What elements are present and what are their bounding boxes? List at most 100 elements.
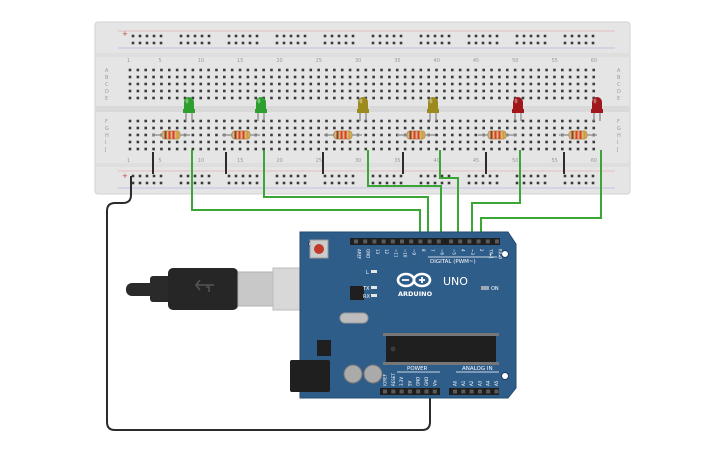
breadboard-hole[interactable] [584,119,588,123]
rail-hole[interactable] [467,174,471,178]
rail-hole[interactable] [330,174,334,178]
rail-hole[interactable] [577,174,581,178]
breadboard-hole[interactable] [458,147,462,151]
rail-hole[interactable] [563,181,567,185]
breadboard-hole[interactable] [458,68,462,72]
breadboard-hole[interactable] [443,96,446,100]
breadboard-hole[interactable] [254,140,258,144]
rail-hole[interactable] [467,41,471,45]
breadboard-hole[interactable] [466,140,470,144]
breadboard-hole[interactable] [521,126,525,130]
wire-led4[interactable] [439,150,459,242]
breadboard-hole[interactable] [411,119,415,123]
rail-hole[interactable] [241,174,245,178]
rail-hole[interactable] [337,181,341,185]
breadboard-hole[interactable] [254,96,258,100]
breadboard-hole[interactable] [152,89,155,93]
rail-hole[interactable] [570,41,574,45]
breadboard-hole[interactable] [293,82,297,86]
breadboard-hole[interactable] [230,96,234,100]
rail-hole[interactable] [344,34,348,38]
analog-header[interactable] [449,388,499,395]
breadboard-hole[interactable] [152,126,155,130]
breadboard-hole[interactable] [498,89,501,93]
breadboard-hole[interactable] [136,126,140,130]
rail-hole[interactable] [447,34,451,38]
breadboard-hole[interactable] [435,82,438,86]
rail-hole[interactable] [570,181,574,185]
breadboard-hole[interactable] [505,140,509,144]
breadboard-hole[interactable] [285,89,289,93]
breadboard-hole[interactable] [152,147,155,151]
breadboard-hole[interactable] [521,147,525,151]
breadboard-hole[interactable] [340,147,344,151]
breadboard-hole[interactable] [576,68,580,72]
rail-hole[interactable] [200,41,204,45]
breadboard-hole[interactable] [458,89,462,93]
rail-hole[interactable] [296,34,300,38]
breadboard-hole[interactable] [254,147,258,151]
breadboard-hole[interactable] [270,89,273,93]
rail-hole[interactable] [344,41,348,45]
breadboard-hole[interactable] [301,89,305,93]
breadboard-hole[interactable] [348,96,352,100]
rail-hole[interactable] [584,181,588,185]
breadboard-hole[interactable] [482,126,485,130]
rail-hole[interactable] [529,174,533,178]
rail-hole[interactable] [145,174,149,178]
breadboard-hole[interactable] [160,126,163,130]
breadboard-hole[interactable] [230,119,234,123]
rail-hole[interactable] [447,174,451,178]
breadboard-hole[interactable] [592,140,596,144]
rail-hole[interactable] [433,174,437,178]
breadboard-hole[interactable] [498,147,501,151]
breadboard-hole[interactable] [285,133,289,137]
rail-hole[interactable] [344,174,348,178]
breadboard-hole[interactable] [537,96,541,100]
breadboard-hole[interactable] [537,119,541,123]
breadboard-hole[interactable] [246,89,250,93]
breadboard-hole[interactable] [348,126,352,130]
breadboard-hole[interactable] [403,75,407,79]
breadboard-hole[interactable] [576,96,580,100]
breadboard-hole[interactable] [238,82,242,86]
breadboard-hole[interactable] [325,68,328,72]
rail-hole[interactable] [385,174,389,178]
breadboard-hole[interactable] [474,140,478,144]
breadboard-hole[interactable] [395,68,399,72]
breadboard-hole[interactable] [285,75,289,79]
breadboard-hole[interactable] [576,82,580,86]
breadboard-hole[interactable] [537,133,541,137]
rail-hole[interactable] [522,174,526,178]
breadboard-hole[interactable] [576,147,580,151]
breadboard-hole[interactable] [356,96,360,100]
rail-hole[interactable] [289,174,293,178]
rail-hole[interactable] [351,34,355,38]
breadboard-hole[interactable] [191,96,195,100]
breadboard-hole[interactable] [356,89,360,93]
breadboard-hole[interactable] [419,119,423,123]
breadboard-hole[interactable] [513,75,517,79]
rail-hole[interactable] [303,34,307,38]
breadboard-hole[interactable] [285,147,289,151]
rail-hole[interactable] [323,41,327,45]
rail-hole[interactable] [207,41,211,45]
rail-hole[interactable] [433,41,437,45]
rail-hole[interactable] [371,174,375,178]
breadboard-hole[interactable] [411,147,415,151]
breadboard-hole[interactable] [529,119,533,123]
breadboard-hole[interactable] [584,126,588,130]
breadboard-hole[interactable] [270,133,273,137]
breadboard-hole[interactable] [592,126,596,130]
breadboard-hole[interactable] [568,126,572,130]
breadboard-hole[interactable] [175,82,179,86]
rail-hole[interactable] [227,174,231,178]
rail-hole[interactable] [440,181,444,185]
breadboard-hole[interactable] [278,126,281,130]
digital-pin-socket[interactable] [476,239,481,244]
breadboard-hole[interactable] [207,126,210,130]
breadboard-hole[interactable] [458,133,462,137]
breadboard-hole[interactable] [270,82,273,86]
breadboard-hole[interactable] [553,75,556,79]
breadboard-hole[interactable] [419,89,423,93]
